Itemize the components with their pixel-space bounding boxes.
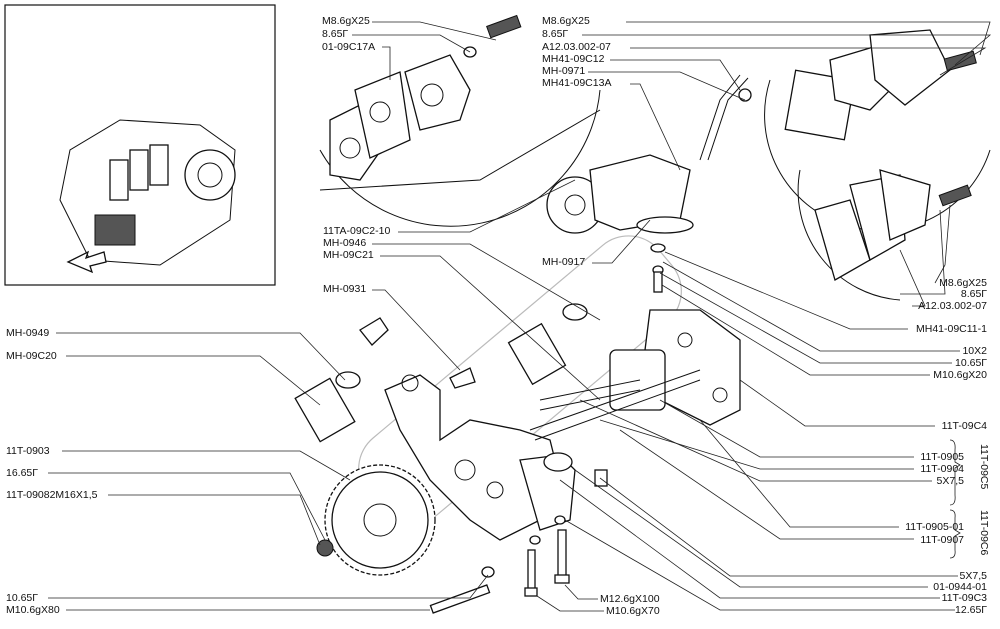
label: M10.6gX80 — [6, 604, 60, 616]
label: MH-0946 — [323, 237, 366, 249]
label: M8.6gX25 — [542, 15, 590, 27]
label: M12.6gX100 — [600, 593, 660, 605]
label: 8.65Г — [961, 288, 987, 300]
assembly-label: 11T-09C5 — [978, 444, 990, 489]
label: 10X2 — [962, 345, 987, 357]
label: 5X7,5 — [960, 570, 988, 582]
label: 11T-0905-01 — [905, 521, 964, 533]
label: 11TA-09C2-10 — [323, 225, 390, 237]
label: MH-0931 — [323, 283, 366, 295]
callout-labels: M8.6gX25 8.65Г 01-09C17A M8.6gX25 8.65Г … — [6, 15, 990, 617]
label: MH-09C20 — [6, 350, 57, 362]
label: MH41-09C13A — [542, 77, 611, 89]
locator-inset — [4, 4, 276, 286]
label: MH-0949 — [6, 327, 49, 339]
label: A12.03.002-07 — [918, 300, 987, 312]
label: 01-0944-01 — [933, 581, 987, 593]
label: 5X7,5 — [937, 475, 965, 487]
label: 16.65Г — [6, 467, 38, 479]
label: 10.65Г — [955, 357, 987, 369]
label: 11T-09C4 — [942, 420, 987, 432]
label: MH41-09C11-1 — [916, 323, 987, 335]
label: 01-09C17A — [322, 41, 375, 53]
label: MH-0917 — [542, 256, 585, 268]
label: MH-0971 — [542, 65, 585, 77]
label: M8.6gX25 — [939, 277, 987, 289]
label: M10.6gX20 — [933, 369, 987, 381]
label: 8.65Г — [322, 28, 348, 40]
leader-lines — [48, 21, 992, 612]
label: 8.65Г — [542, 28, 568, 40]
label: 11T-09082M16X1,5 — [6, 489, 98, 501]
label: MH41-09C12 — [542, 53, 605, 65]
label: 11T-0904 — [920, 463, 964, 475]
label: 10.65Г — [6, 592, 38, 604]
label: 12.65Г — [955, 604, 987, 616]
label: 11T-0905 — [920, 451, 964, 463]
label: M10.6gX70 — [606, 605, 660, 617]
assembly-label: 11T-09C6 — [978, 510, 990, 555]
label: 11T-09C3 — [942, 592, 987, 604]
label: 11T-0907 — [920, 534, 964, 546]
label: 11T-0903 — [6, 445, 50, 457]
arrow-icon — [66, 250, 107, 274]
label: A12.03.002-07 — [542, 41, 611, 53]
label: MH-09C21 — [323, 249, 374, 261]
label: M8.6gX25 — [322, 15, 370, 27]
